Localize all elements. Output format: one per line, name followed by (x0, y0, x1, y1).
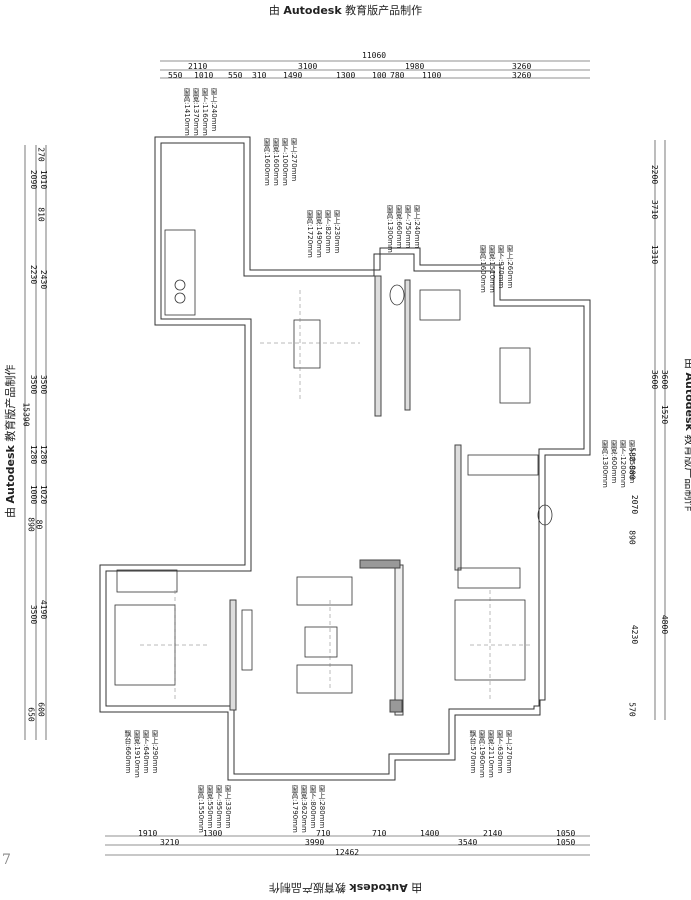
dim-top2-9: 1100 (422, 71, 442, 80)
dim-top-4: 3260 (512, 62, 532, 71)
edge-mark: 7 (2, 852, 11, 868)
window-note-4: 窗上:240mm 窗下:750mm 窗宽:660mm 窗高:1300mm (386, 205, 421, 253)
dim-top2-10: 3260 (512, 71, 532, 80)
dim-top-2: 3100 (298, 62, 318, 71)
dim-bottom-4: 710 (372, 829, 387, 838)
partitions (229, 275, 462, 716)
dim-bottom-6: 2140 (483, 829, 503, 838)
dim-top2-2: 1010 (194, 71, 214, 80)
dim-top-total: 11060 (362, 51, 387, 60)
dim-top-1: 2110 (188, 62, 208, 71)
window-note-3: 窗上:230mm 窗下:820mm 窗宽:1490mm 窗高:1720mm (306, 210, 341, 258)
dim-top2-6: 1300 (336, 71, 356, 80)
watermark-top: 由 Autodesk 教育版产品制作 (268, 4, 423, 17)
walls (99, 136, 591, 781)
window-note-2: 窗上:270mm 窗下:1000mm 窗宽:1600mm 窗高:1600mm (263, 138, 298, 186)
dim-bottom2-3: 3540 (458, 838, 478, 847)
dim-bottom2-1: 3210 (160, 838, 180, 847)
window-note-7: 窗上:290mm 窗下:640mm 窗宽:1910mm 飘台:660mm (124, 730, 159, 778)
dimension-lines (24, 60, 666, 856)
dim-top2-4: 310 (252, 71, 267, 80)
dim-bottom2-4: 1050 (556, 838, 576, 847)
dim-bottom-7: 1050 (556, 829, 576, 838)
dim-top2-8: 780 (390, 71, 405, 80)
window-note-9: 窗上:280mm 窗下:800mm 窗宽:3620mm 窗高:1790mm (291, 785, 326, 833)
dim-bottom-5: 1400 (420, 829, 440, 838)
window-note-5: 窗上:260mm 窗下:970mm 窗宽:1510mm 窗高:1600mm (479, 245, 514, 293)
dim-bottom2-2: 3990 (305, 838, 325, 847)
window-note-10: 窗上:270mm 窗下:630mm 窗宽:2110mm 窗高:1960mm 飘台… (469, 730, 513, 778)
center-lines (140, 290, 530, 700)
dim-top2-1: 550 (168, 71, 183, 80)
window-note-8: 窗上:330mm 窗下:950mm 窗宽:550mm 窗高:1550mm (197, 785, 232, 833)
dim-bottom-3: 710 (316, 829, 331, 838)
dim-bottom-1: 1910 (138, 829, 158, 838)
dim-top2-5: 1490 (283, 71, 303, 80)
dim-top2-3: 550 (228, 71, 243, 80)
dim-bottom-2: 1300 (203, 829, 223, 838)
dim-bottom-total: 12462 (335, 848, 360, 857)
dim-top-3: 1980 (405, 62, 425, 71)
window-note-6: 窗上:250mm 窗下:1200mm 窗宽:600mm 窗高:1300mm (601, 440, 636, 488)
window-note-1: 窗上:240mm 窗下:1160mm 窗宽:1370mm 窗高:1410mm (183, 88, 218, 136)
dim-top2-7: 100 (372, 71, 387, 80)
